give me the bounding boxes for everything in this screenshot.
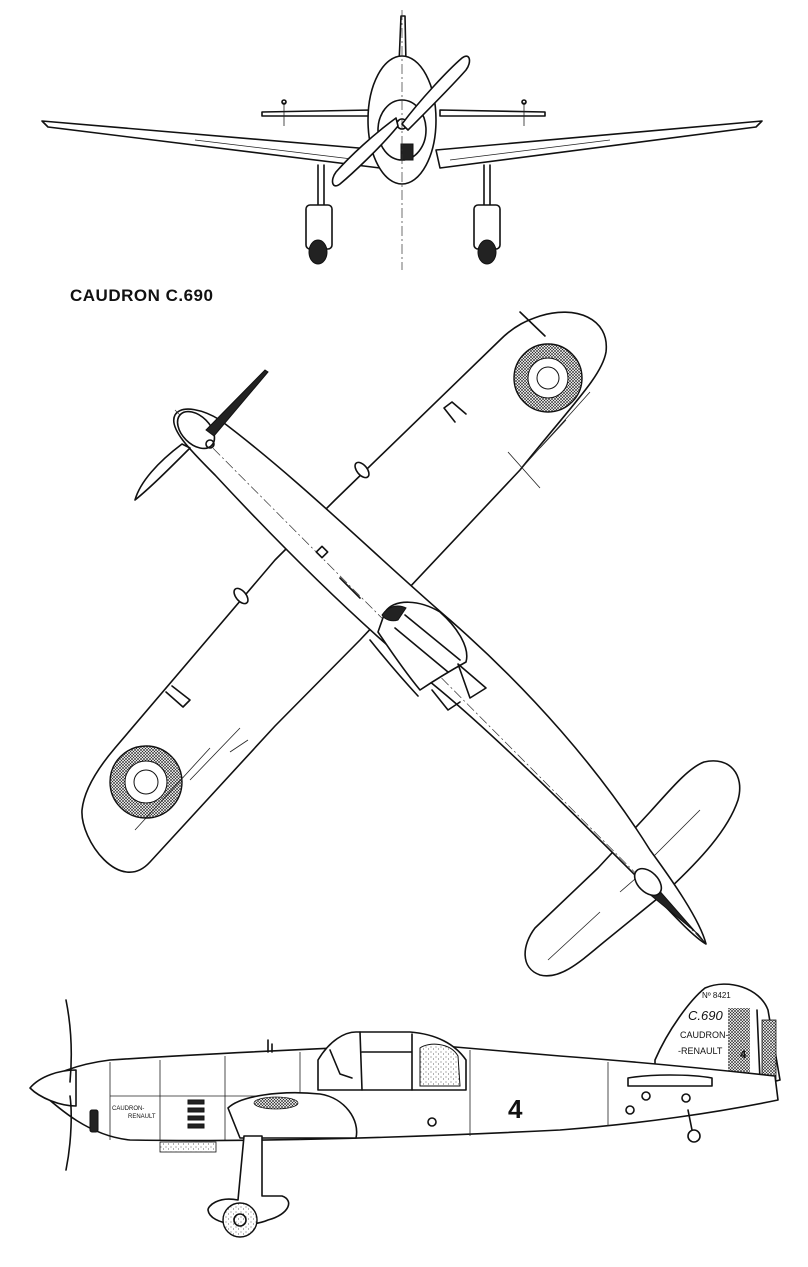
- front-propeller-upper: [401, 55, 471, 131]
- side-view: Nº 8421 C.690 CAUDRON- -RENAULT 4 4 CAUD…: [29, 983, 781, 1238]
- aircraft-title: CAUDRON C.690: [70, 286, 214, 305]
- type-marking: C.690: [688, 1008, 723, 1023]
- front-left-wing: [41, 120, 383, 169]
- race-number: 4: [508, 1094, 523, 1124]
- front-propeller-lower: [331, 117, 399, 187]
- front-view: [41, 10, 763, 270]
- plan-cockpit: [369, 601, 487, 711]
- side-landing-gear: [207, 1135, 290, 1238]
- maker-marking-line1: CAUDRON-: [680, 1030, 729, 1040]
- registration-marking: Nº 8421: [702, 991, 731, 1000]
- front-landing-gear: [305, 164, 501, 265]
- plan-roundel-left: [109, 745, 183, 819]
- plan-view: [81, 311, 741, 977]
- cowl-label-line1: CAUDRON-: [112, 1106, 144, 1112]
- cowl-label-line2: RENAULT: [128, 1114, 156, 1120]
- plan-roundel-right: [513, 343, 583, 413]
- fin-number: 4: [740, 1049, 747, 1061]
- side-exhaust: [187, 1099, 205, 1129]
- maker-marking-line2: -RENAULT: [678, 1046, 723, 1056]
- front-right-wing: [435, 120, 763, 169]
- plan-propeller-lower: [134, 443, 191, 501]
- plan-propeller-upper: [205, 369, 269, 437]
- side-propeller: [65, 999, 72, 1171]
- side-spinner: [29, 1069, 77, 1107]
- side-fuselage: [35, 1043, 779, 1142]
